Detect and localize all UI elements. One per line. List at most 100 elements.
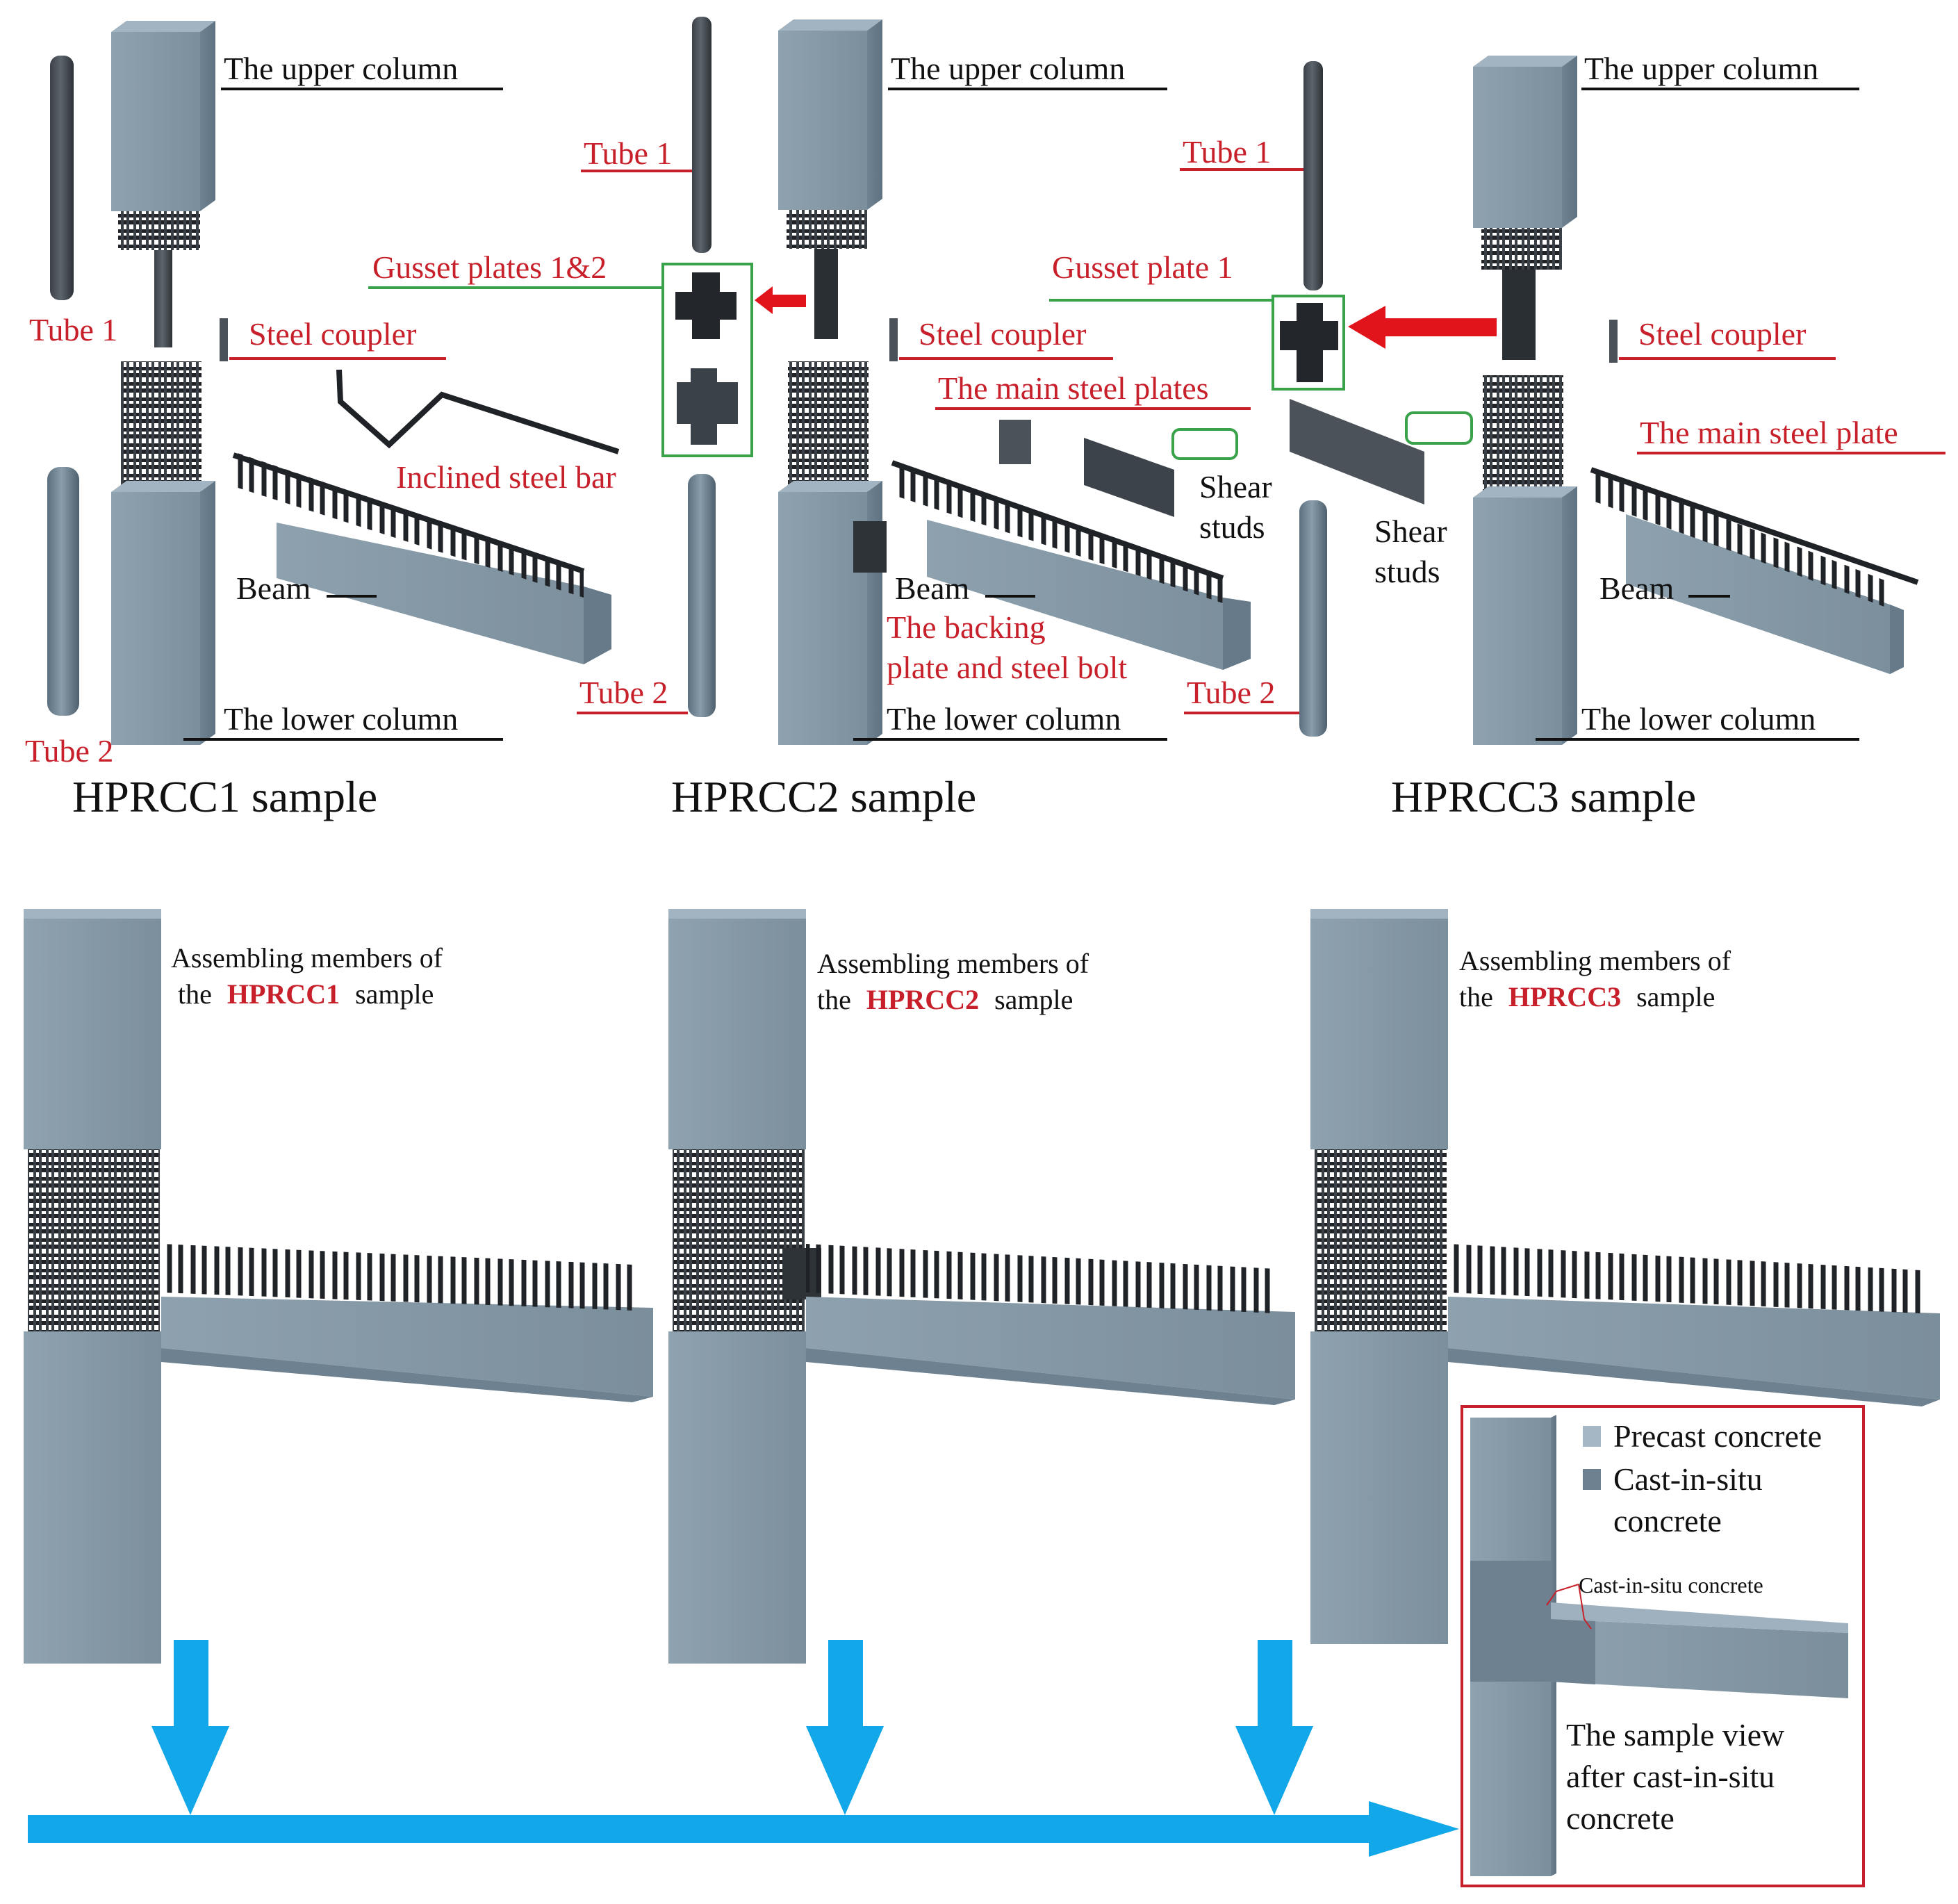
beam-part (927, 520, 1251, 670)
panel-hprcc2-exploded (661, 17, 1251, 745)
final-caption-3: concrete (1566, 1800, 1675, 1836)
assembly-id-2: HPRCC2 (866, 984, 979, 1015)
final-beam (1551, 1619, 1848, 1698)
assembly-the-3: the (1459, 981, 1493, 1012)
lower-column-cage (788, 361, 869, 492)
label-main-plate-3: The main steel plate (1640, 415, 1898, 450)
final-joint-cast (1470, 1561, 1551, 1682)
legend-precast-swatch (1583, 1426, 1601, 1447)
label-inclined-bar: Inclined steel bar (396, 459, 616, 495)
upper-column (1473, 67, 1562, 228)
main-plate-small (999, 420, 1031, 464)
assembly-suffix-3: sample (1636, 981, 1715, 1012)
assembly-suffix-2: sample (994, 984, 1073, 1015)
assembly-id-1: HPRCC1 (227, 978, 340, 1010)
beam-part (277, 523, 611, 664)
assembled-view-2 (668, 909, 1295, 1664)
down-arrow-2 (806, 1640, 884, 1815)
lower-column-cage (121, 361, 201, 492)
steel-coupler-part (220, 318, 228, 361)
assembly-the-1: the (178, 978, 212, 1010)
legend-cast-label-2: concrete (1613, 1503, 1722, 1538)
steel-coupler-part (1609, 320, 1618, 363)
label-tube2-1: Tube 2 (25, 733, 113, 769)
assembly-caption-3a: Assembling members of (1459, 945, 1731, 976)
legend-precast-label: Precast concrete (1613, 1418, 1822, 1454)
final-caption-2: after cast-in-situ (1566, 1759, 1775, 1794)
title-hprcc1: HPRCC1 sample (72, 772, 377, 821)
label-tube2-2: Tube 2 (579, 675, 668, 710)
legend-cast-label-1: Cast-in-situ (1613, 1461, 1763, 1497)
tube2-part (1299, 500, 1327, 737)
sample-titles: HPRCC1 sample HPRCC2 sample HPRCC3 sampl… (72, 772, 1696, 821)
gusset-plate-1-shape (1280, 303, 1338, 382)
flow-arrows (28, 1640, 1459, 1857)
beam-assembled (806, 1297, 1295, 1400)
final-view-panel: Precast concrete Cast-in-situ concrete C… (1461, 1405, 1865, 1887)
gusset-plate-1-shape (675, 272, 737, 339)
assembly-caption-2a: Assembling members of (817, 948, 1089, 979)
label-steel-coupler-1: Steel coupler (249, 316, 416, 352)
red-arrow-2 (755, 286, 806, 314)
lower-column-assembled (24, 1331, 161, 1664)
label-lower-column-3: The lower column (1581, 701, 1816, 737)
lower-column-cage (1483, 375, 1563, 498)
label-tube1-2: Tube 1 (584, 136, 672, 171)
lower-column (1473, 498, 1562, 745)
connector-tube (154, 250, 172, 347)
label-beam-1: Beam (236, 571, 311, 606)
tube1-part (1303, 61, 1323, 290)
label-steel-coupler-2: Steel coupler (919, 316, 1086, 352)
lower-column (111, 492, 200, 745)
assembly-caption-1b: the HPRCC1 sample (178, 978, 434, 1010)
tube1-part (50, 56, 74, 300)
label-lower-column-1: The lower column (224, 701, 458, 737)
upper-column (111, 32, 200, 211)
red-arrow-3 (1348, 306, 1497, 349)
panel-hprcc1-exploded (47, 21, 620, 745)
tube2-part (47, 467, 79, 716)
assembly-id-3: HPRCC3 (1508, 981, 1621, 1012)
tube2-part (688, 474, 716, 717)
backing-plate (853, 521, 887, 573)
label-shear-studs-2a: Shear (1199, 469, 1272, 504)
assembly-caption-3b: the HPRCC3 sample (1459, 981, 1715, 1012)
lower-column-assembled (1310, 1331, 1448, 1644)
lower-column-assembled (668, 1331, 806, 1664)
label-tube2-3: Tube 2 (1187, 675, 1275, 710)
upper-column (778, 31, 867, 210)
beam-assembled (1448, 1297, 1940, 1400)
assembly-the-2: the (817, 984, 851, 1015)
label-lower-column-2: The lower column (887, 701, 1121, 737)
tube1-part (692, 17, 711, 253)
main-plate-large (1290, 399, 1424, 504)
assembled-view-1 (24, 909, 653, 1664)
panel-hprcc3-exploded (1272, 56, 1919, 745)
label-shear-studs-2b: studs (1199, 509, 1265, 545)
assembly-caption-2b: the HPRCC2 sample (817, 984, 1073, 1015)
assembled-view-3 (1310, 909, 1940, 1644)
cast-in-situ-callout: Cast-in-situ concrete (1579, 1573, 1763, 1598)
label-tube1-1: Tube 1 (29, 312, 117, 347)
beam-assembled (161, 1297, 653, 1397)
label-tube1-3: Tube 1 (1183, 134, 1271, 170)
assembly-caption-1a: Assembling members of (171, 942, 443, 974)
label-main-plates: The main steel plates (938, 370, 1209, 406)
down-arrow-1 (151, 1640, 229, 1815)
label-gusset-2: Gusset plates 1&2 (372, 249, 607, 285)
gusset-plate-2-shape (677, 368, 738, 445)
final-beam-cast (1551, 1619, 1595, 1684)
label-upper-column-3: The upper column (1584, 51, 1818, 86)
horizontal-arrow (28, 1801, 1459, 1857)
beam-part (1626, 514, 1904, 674)
assembly-captions: Assembling members of the HPRCC1 sample … (171, 942, 1731, 1015)
label-shear-studs-3b: studs (1374, 554, 1440, 589)
lower-column (778, 492, 867, 745)
upper-column-assembled (668, 919, 806, 1149)
label-gusset-3: Gusset plate 1 (1052, 249, 1233, 285)
final-caption-1: The sample view (1566, 1717, 1785, 1753)
label-upper-column-1: The upper column (224, 51, 458, 86)
upper-column-assembled (1310, 919, 1448, 1149)
exploded-labels: The upper column Tube 1 Steel coupler In… (25, 51, 1945, 769)
